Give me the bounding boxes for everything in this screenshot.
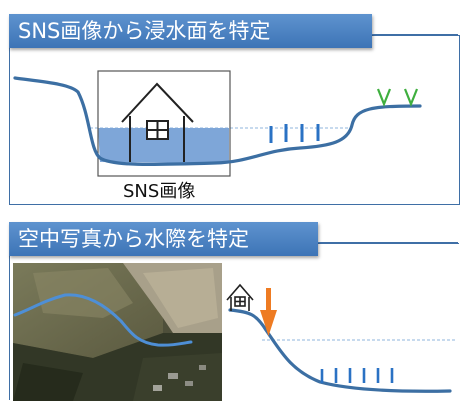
sns-image-frame (97, 70, 231, 177)
pile-marks-icon (320, 368, 394, 383)
bottom-title-connector-line (318, 242, 458, 243)
aerial-photo (13, 263, 222, 401)
terrain-profile-top (13, 76, 422, 167)
down-arrow-icon (260, 288, 277, 336)
aerial-waterline-trace (13, 293, 193, 347)
top-panel-title: SNS画像から浸水面を特定 (9, 14, 372, 48)
grass-v-icon (376, 88, 419, 107)
house-icon (226, 283, 254, 311)
sns-image-caption: SNS画像 (123, 181, 196, 202)
aerial-photo-image (13, 263, 222, 401)
terrain-profile-bottom (228, 308, 452, 393)
top-title-connector-line (372, 34, 458, 35)
top-panel-frame (9, 35, 460, 205)
pile-marks-icon (269, 124, 320, 143)
bottom-panel-title: 空中写真から水際を特定 (9, 222, 318, 256)
house-icon (121, 82, 194, 162)
